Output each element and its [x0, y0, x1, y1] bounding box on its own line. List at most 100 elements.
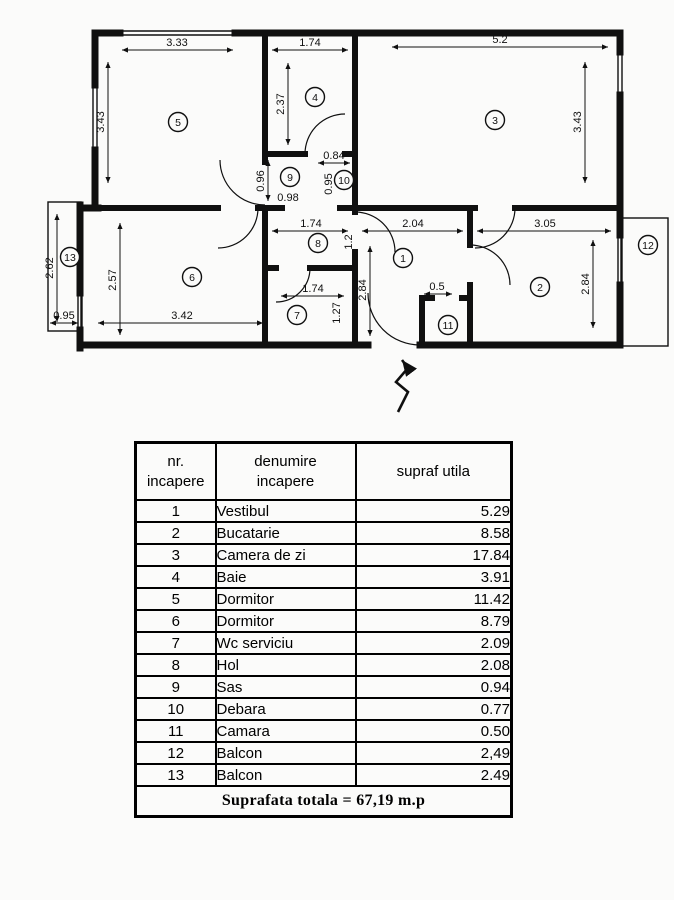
room-label-13: 13 [59, 246, 81, 268]
svg-text:11: 11 [443, 320, 454, 332]
table-row: 2 Bucatarie 8.58 [134, 521, 513, 545]
cell-nr: 10 [134, 697, 217, 721]
dim-room5-height: 3.43 [95, 111, 107, 132]
dim-sas-width: 0.98 [277, 192, 298, 204]
table-row: 4 Baie 3.91 [134, 565, 513, 589]
dim-room4-width: 1.74 [299, 37, 320, 49]
cell-area: 17.84 [354, 543, 513, 567]
cell-name: Camara [214, 719, 357, 743]
dim-hol-width: 1.74 [300, 218, 321, 230]
table-row: 1 Vestibul 5.29 [134, 499, 513, 523]
table-row: 7 Wc serviciu 2.09 [134, 631, 513, 655]
dim-camara-width: 0.5 [429, 281, 444, 293]
dim-wc-height: 1.27 [331, 302, 343, 323]
room-label-8: 8 [307, 232, 329, 254]
table-row: 6 Dormitor 8.79 [134, 609, 513, 633]
cell-name: Vestibul [214, 499, 357, 523]
dimension-labels: 3.33 1.74 5.2 0.84 0.98 1.74 2.04 3.05 1… [44, 34, 592, 324]
cell-name: Baie [214, 565, 357, 589]
cell-nr: 8 [134, 653, 217, 677]
cell-area: 3.91 [354, 565, 513, 589]
svg-text:10: 10 [338, 175, 350, 187]
cell-area: 0.94 [354, 675, 513, 699]
table-row: 13 Balcon 2.49 [134, 763, 513, 787]
room-label-12: 12 [637, 234, 659, 256]
col-header-supraf: supraf utila [354, 441, 513, 501]
total-area: Suprafata totala = 67,19 m.p [134, 785, 513, 818]
cell-area: 2.09 [354, 631, 513, 655]
entrance-arrow [394, 359, 418, 413]
room-label-3: 3 [484, 109, 506, 131]
cell-nr: 4 [134, 565, 217, 589]
cell-nr: 6 [134, 609, 217, 633]
room-label-7: 7 [286, 304, 308, 326]
svg-text:12: 12 [642, 240, 654, 252]
table-row: 12 Balcon 2,49 [134, 741, 513, 765]
areas-table: nr. incapere denumire incapere supraf ut… [134, 441, 513, 818]
dim-room6-width: 3.42 [171, 310, 192, 322]
dim-hol-height: 1.2 [343, 234, 355, 249]
dim-vestibul-height: 2.84 [357, 279, 369, 300]
dim-room6-height: 2.57 [107, 269, 119, 290]
col-header-denumire: denumire incapere [214, 441, 357, 501]
svg-text:6: 6 [189, 272, 195, 284]
outer-walls [76, 29, 624, 352]
svg-text:1: 1 [400, 253, 406, 265]
svg-text:5: 5 [175, 117, 181, 129]
cell-name: Dormitor [214, 609, 357, 633]
room-label-11: 11 [437, 314, 459, 336]
svg-text:7: 7 [294, 310, 300, 322]
cell-nr: 11 [134, 719, 217, 743]
cell-area: 8.79 [354, 609, 513, 633]
cell-area: 0.77 [354, 697, 513, 721]
cell-nr: 7 [134, 631, 217, 655]
cell-name: Bucatarie [214, 521, 357, 545]
room-label-1: 1 [392, 247, 414, 269]
cell-name: Dormitor [214, 587, 357, 611]
cell-name: Sas [214, 675, 357, 699]
dim-balcon13-height: 2.62 [44, 257, 56, 278]
room-label-6: 6 [181, 266, 203, 288]
dim-room3-height: 3.43 [572, 111, 584, 132]
svg-text:3: 3 [492, 115, 498, 127]
cell-nr: 12 [134, 741, 217, 765]
dim-vestibul-width: 2.04 [402, 218, 423, 230]
dim-room3-width: 5.2 [492, 34, 507, 46]
dim-room5-width: 3.33 [166, 37, 187, 49]
table-total-row: Suprafata totala = 67,19 m.p [134, 785, 513, 818]
cell-area: 2.49 [354, 763, 513, 787]
cell-area: 2,49 [354, 741, 513, 765]
cell-area: 5.29 [354, 499, 513, 523]
room-label-5: 5 [167, 111, 189, 133]
cell-area: 11.42 [354, 587, 513, 611]
dim-debara-width: 0.84 [323, 150, 344, 162]
room-label-9: 9 [279, 166, 301, 188]
table-row: 8 Hol 2.08 [134, 653, 513, 677]
room-label-10: 10 [333, 169, 355, 191]
cell-nr: 9 [134, 675, 217, 699]
svg-text:2: 2 [537, 282, 543, 294]
cell-area: 0.50 [354, 719, 513, 743]
svg-text:9: 9 [287, 172, 293, 184]
col-header-nr: nr. incapere [134, 441, 217, 501]
table-row: 10 Debara 0.77 [134, 697, 513, 721]
cell-nr: 13 [134, 763, 217, 787]
dim-sas-height: 0.96 [255, 170, 267, 191]
cell-area: 2.08 [354, 653, 513, 677]
interior-walls [92, 30, 623, 348]
table-row: 9 Sas 0.94 [134, 675, 513, 699]
room-label-4: 4 [304, 86, 326, 108]
cell-name: Camera de zi [214, 543, 357, 567]
cell-name: Wc serviciu [214, 631, 357, 655]
room-label-2: 2 [529, 276, 551, 298]
cell-area: 8.58 [354, 521, 513, 545]
svg-text:13: 13 [64, 252, 76, 264]
cell-nr: 2 [134, 521, 217, 545]
cell-nr: 1 [134, 499, 217, 523]
svg-text:4: 4 [312, 92, 318, 104]
svg-text:8: 8 [315, 238, 321, 250]
floor-plan: 3.33 1.74 5.2 0.84 0.98 1.74 2.04 3.05 1… [44, 29, 669, 413]
dim-wc-width: 1.74 [302, 283, 323, 295]
dim-bucatarie-height: 2.84 [580, 273, 592, 294]
